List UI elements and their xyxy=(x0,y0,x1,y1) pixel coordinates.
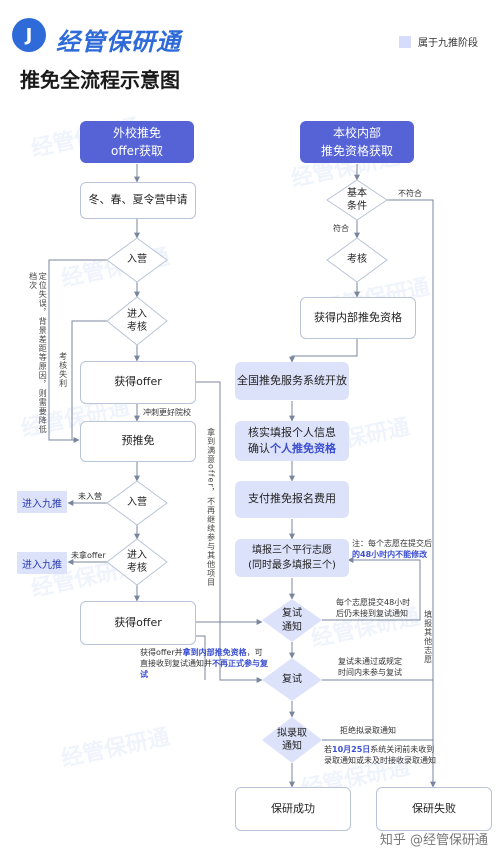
external-offer-header: 外校推免 offer获取 xyxy=(80,121,194,163)
system-close-note: 若10月25日系统关闭前未收到 录取通知或未及时接收录取通知 xyxy=(324,745,436,767)
basic-condition-decision: 基本 条件 xyxy=(347,187,367,213)
better-school-label: 冲刺更好院校 xyxy=(143,408,191,417)
footer-credit: 知乎 @经管保研通 xyxy=(379,833,488,848)
choice-edit-note-a: 注：每个志愿在提交后 xyxy=(352,539,432,548)
get-offer-box-2: 获得offer xyxy=(80,601,196,645)
brand-name: 经管保研通 xyxy=(56,28,181,56)
internal-assessment-decision: 考核 xyxy=(347,254,367,266)
offer-note-part: 获得offer并 xyxy=(140,648,183,657)
satisfied-offer-note: 拿到满意offer，不再继续参与其他项目 xyxy=(206,428,216,587)
system-close-note-a: 若 xyxy=(324,745,332,754)
positioning-miss-note: 定位失误，背景差距等原因，则需要降低档次 xyxy=(28,272,48,434)
verify-info-line1: 核实填报个人信息 xyxy=(248,425,336,439)
verify-info-prefix: 确认 xyxy=(248,442,270,455)
verify-info-line2: 确认个人推免资格 xyxy=(248,441,336,458)
retest-decision: 复试 xyxy=(282,673,302,685)
fill-choices-box: 填报三个平行志愿 (同时最多填报三个) xyxy=(235,539,349,577)
offer-note-highlight: 不再正式参与复试 xyxy=(140,658,268,679)
offer-internal-note: 获得offer并拿到内部推免资格，可直接收到复试通知并不再正式参与复试 xyxy=(140,648,268,680)
enter-assessment-decision: 进入 考核 xyxy=(127,308,147,334)
offer-note-part: ，可直接收到复试通知并 xyxy=(140,648,263,668)
pay-fee-box: 支付推免报名费用 xyxy=(235,481,349,518)
enter-assessment-decision-2: 进入 考核 xyxy=(127,549,147,575)
retest-fail-note: 复试未通过或规定 时间内未参与复试 xyxy=(338,657,402,677)
legend-label: 属于九推阶段 xyxy=(418,38,478,49)
no-notice-note: 每个志愿提交48小时 后仍未接到复试通知 xyxy=(336,598,411,618)
system-close-date: 10月25日 xyxy=(332,745,371,754)
brand-logo-icon: J xyxy=(12,18,46,52)
verify-info-highlight: 个人推免资格 xyxy=(270,442,336,455)
other-choice-note: 填报其他志愿 xyxy=(423,610,433,664)
not-qualified-label: 不符合 xyxy=(398,189,422,198)
not-enter-label: 未入营 xyxy=(78,492,102,501)
camp-application-box: 冬、春、夏令营申请 xyxy=(80,182,196,219)
page-title: 推免全流程示意图 xyxy=(20,68,180,92)
offer-note-highlight: 拿到内部推免资格 xyxy=(182,648,247,657)
reject-admission-note: 拒绝拟录取通知 xyxy=(340,726,396,735)
no-offer-label: 未拿offer xyxy=(71,551,106,560)
retest-notice-decision: 复试 通知 xyxy=(282,608,302,633)
get-offer-box: 获得offer xyxy=(80,361,196,404)
fail-box: 保研失败 xyxy=(376,787,492,831)
choice-edit-note: 注：每个志愿在提交后 的48小时内不能修改 xyxy=(352,539,432,561)
pre-recommendation-box: 预推免 xyxy=(80,421,196,462)
qualified-label: 符合 xyxy=(333,224,349,233)
legend-swatch xyxy=(399,36,411,48)
enter-camp-decision: 入营 xyxy=(127,254,147,266)
enter-camp-decision-2: 入营 xyxy=(127,497,147,509)
internal-qualification-header: 本校内部 推免资格获取 xyxy=(300,121,414,163)
success-box: 保研成功 xyxy=(235,787,351,831)
choice-edit-note-b: 的48小时内不能修改 xyxy=(352,549,428,559)
system-open-box: 全国推免服务系统开放 xyxy=(235,362,349,400)
assessment-fail-note: 考核失利 xyxy=(58,352,68,388)
verify-info-box: 核实填报个人信息 确认个人推免资格 xyxy=(235,421,349,461)
enter-nine-push-1: 进入九推 xyxy=(17,491,67,513)
enter-nine-push-2: 进入九推 xyxy=(17,552,67,574)
system-close-note-c: 系统关闭前未收到 录取通知或未及时接收录取通知 xyxy=(324,745,436,765)
internal-qualification-box: 获得内部推免资格 xyxy=(300,297,416,339)
admission-notice-decision: 拟录取 通知 xyxy=(277,727,307,753)
